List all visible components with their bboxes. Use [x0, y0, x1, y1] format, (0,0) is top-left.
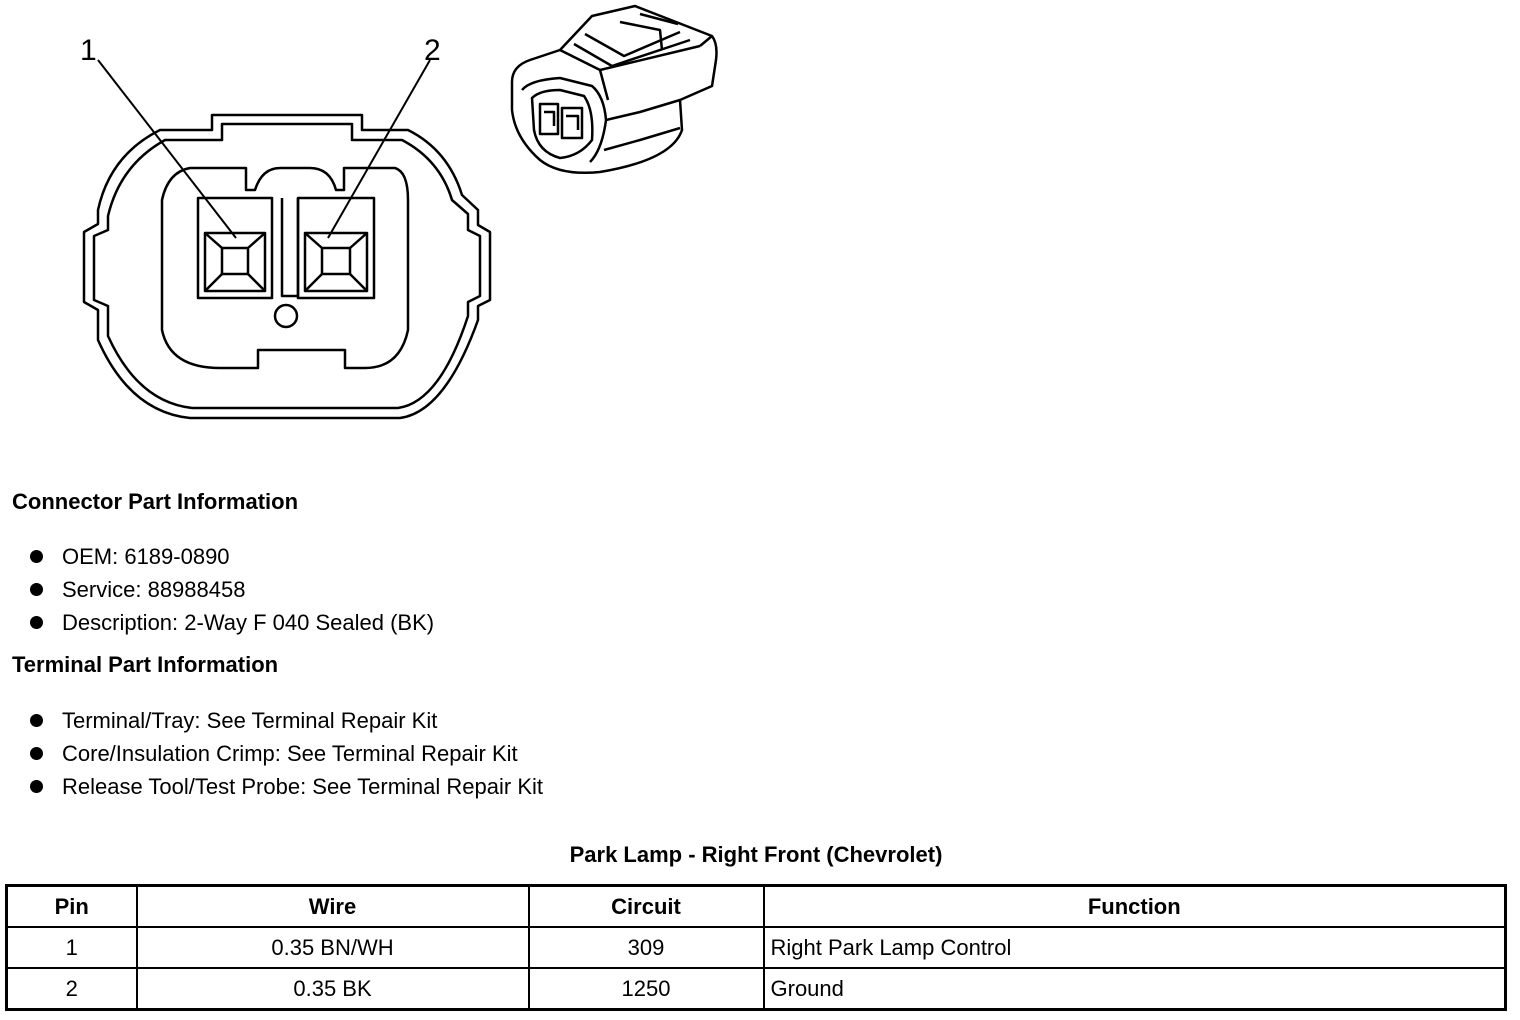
cell-wire: 0.35 BN/WH	[135, 926, 530, 969]
cell-pin: 1	[5, 926, 138, 969]
header-pin: Pin	[5, 884, 138, 928]
header-circuit: Circuit	[527, 884, 765, 928]
list-item: Description: 2-Way F 040 Sealed (BK)	[26, 606, 434, 639]
bullet-icon	[30, 747, 43, 760]
cell-pin: 2	[5, 967, 138, 1011]
table-row: 1 0.35 BN/WH 309 Right Park Lamp Control	[5, 926, 1507, 969]
list-item: Service: 88988458	[26, 573, 434, 606]
pin-table: Pin Wire Circuit Function 1 0.35 BN/WH 3…	[5, 884, 1507, 1011]
pin-1-leader	[97, 59, 237, 239]
terminal-part-heading: Terminal Part Information	[12, 652, 279, 677]
list-item: Terminal/Tray: See Terminal Repair Kit	[26, 704, 543, 737]
list-item: OEM: 6189-0890	[26, 540, 434, 573]
connector-outer-outline	[82, 113, 492, 420]
table-row: 2 0.35 BK 1250 Ground	[5, 967, 1507, 1011]
pin-2-leader	[327, 59, 431, 239]
table-title: Park Lamp - Right Front (Chevrolet)	[569, 842, 943, 867]
bullet-icon	[30, 780, 43, 793]
connector-part-list: OEM: 6189-0890 Service: 88988458 Descrip…	[26, 540, 434, 639]
cell-wire: 0.35 BK	[135, 967, 530, 1011]
pin-1-label: 1	[80, 34, 97, 67]
terminal-cavity-outline	[160, 166, 410, 370]
bullet-icon	[30, 550, 43, 563]
cell-function: Right Park Lamp Control	[762, 926, 1507, 969]
connector-part-heading: Connector Part Information	[12, 489, 299, 514]
cell-circuit: 1250	[527, 967, 765, 1011]
list-item: Release Tool/Test Probe: See Terminal Re…	[26, 770, 543, 803]
header-wire: Wire	[135, 884, 530, 928]
bullet-icon	[30, 616, 43, 629]
header-function: Function	[762, 884, 1507, 928]
connector-inner-outline	[92, 122, 482, 410]
bullet-icon	[30, 583, 43, 596]
terminal-part-list: Terminal/Tray: See Terminal Repair Kit C…	[26, 704, 543, 803]
connector-isometric-view	[510, 4, 718, 175]
bullet-icon	[30, 714, 43, 727]
pin-2-label: 2	[424, 34, 441, 67]
connector-illustration: 1 2	[80, 4, 718, 420]
list-item: Core/Insulation Crimp: See Terminal Repa…	[26, 737, 543, 770]
cell-circuit: 309	[527, 926, 765, 969]
cell-function: Ground	[762, 967, 1507, 1011]
table-header-row: Pin Wire Circuit Function	[5, 884, 1507, 928]
